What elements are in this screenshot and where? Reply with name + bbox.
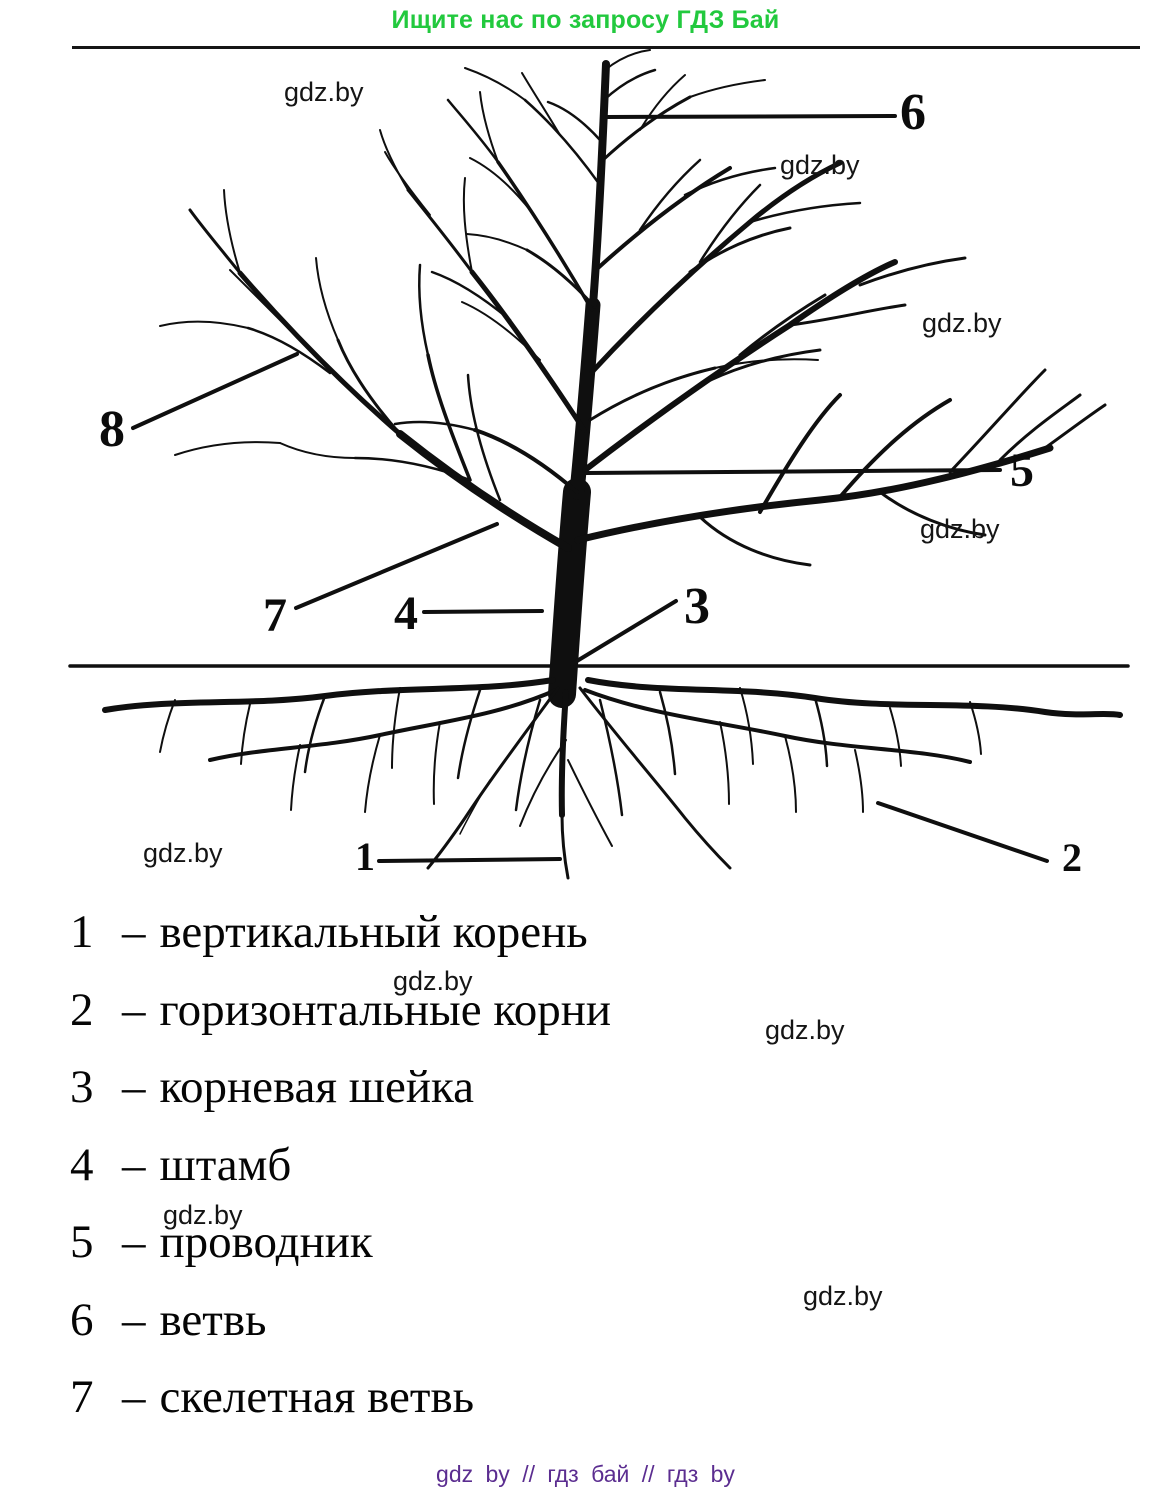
diagram-label-7: 7 <box>263 589 287 642</box>
legend-item-number: 7 <box>70 1371 94 1423</box>
watermark-gdzby: gdz.by <box>922 308 1002 338</box>
legend-item-separator: – <box>122 983 146 1036</box>
top-divider-line <box>72 46 1140 49</box>
legend-item-label: штамб <box>159 1138 292 1191</box>
legend-item-number: 3 <box>70 1061 94 1113</box>
legend-item-number: 4 <box>70 1138 94 1191</box>
footer-watermark-text: gdz by // гдз бай // гдз by <box>436 1461 735 1487</box>
legend-item-separator: – <box>122 906 146 958</box>
watermark-gdzby: gdz.by <box>393 966 473 996</box>
watermark-gdzby: gdz.by <box>143 838 223 868</box>
legend-item-label: проводник <box>159 1216 373 1268</box>
watermark-gdzby: gdz.by <box>780 150 860 180</box>
legend-item-label: горизонтальные корни <box>159 983 612 1036</box>
legend-item-number: 6 <box>70 1293 94 1346</box>
label-6-line <box>605 114 897 119</box>
diagram-label-6: 6 <box>900 84 926 141</box>
legend-item-3: 3 – корневая шейка <box>70 1060 830 1138</box>
legend-item-4: 4 – штамб <box>70 1138 830 1216</box>
legend-item-6: 6 – ветвь <box>70 1293 830 1371</box>
tree-illustration <box>68 49 1130 880</box>
legend-item-5: 5 – проводник <box>70 1215 830 1293</box>
diagram-label-8: 8 <box>99 401 125 458</box>
branches-left <box>159 67 602 552</box>
legend-item-number: 2 <box>70 983 94 1036</box>
legend-item-2: 2 – горизонтальные корни <box>70 983 830 1061</box>
legend-item-number: 5 <box>70 1216 94 1268</box>
label-4-line <box>422 609 544 614</box>
diagram-label-3: 3 <box>684 578 710 635</box>
legend-item-separator: – <box>122 1061 146 1113</box>
legend-item-label: ветвь <box>159 1293 267 1346</box>
watermark-gdzby: gdz.by <box>920 514 1000 544</box>
label-5-line <box>584 468 1002 475</box>
diagram-label-2: 2 <box>1062 835 1082 880</box>
watermark-gdzby: gdz.by <box>765 1015 845 1045</box>
diagram-label-1: 1 <box>355 834 375 879</box>
legend-item-separator: – <box>122 1216 146 1268</box>
legend-item-label: скелетная ветвь <box>159 1371 475 1423</box>
label-1-line <box>377 857 562 863</box>
diagram-label-4: 4 <box>394 587 418 640</box>
legend-item-7: 7 – скелетная ветвь <box>70 1370 830 1448</box>
legend-item-number: 1 <box>70 906 94 958</box>
label-8-line <box>131 352 299 430</box>
diagram-label-5: 5 <box>1010 444 1034 497</box>
watermark-gdzby: gdz.by <box>803 1281 883 1311</box>
legend-item-1: 1 – вертикальный корень <box>70 905 830 983</box>
tree-trunk <box>548 60 610 708</box>
legend-item-separator: – <box>122 1293 146 1346</box>
label-leader-lines <box>131 114 1049 863</box>
legend-item-separator: – <box>122 1138 146 1191</box>
legend: 1 – вертикальный корень 2 – горизонтальн… <box>70 905 830 1448</box>
promo-banner-text: Ищите нас по запросу ГДЗ Бай <box>391 6 780 34</box>
watermark-gdzby: gdz.by <box>163 1200 243 1230</box>
label-3-line <box>570 599 678 666</box>
legend-item-separator: – <box>122 1371 146 1423</box>
label-7-line <box>294 522 499 610</box>
legend-item-label: вертикальный корень <box>159 906 588 958</box>
roots <box>102 677 1123 880</box>
legend-item-label: корневая шейка <box>159 1061 474 1113</box>
watermark-gdzby: gdz.by <box>284 77 364 107</box>
label-2-line <box>876 801 1049 863</box>
